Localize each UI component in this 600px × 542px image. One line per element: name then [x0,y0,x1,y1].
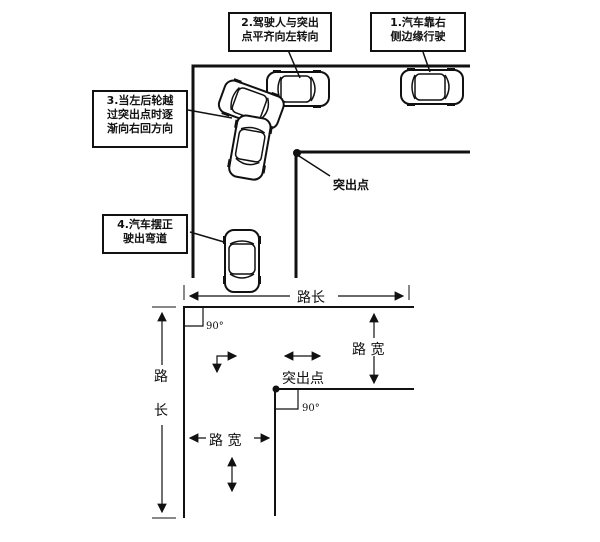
road-length-top-label: 路长 [297,290,325,306]
turn-arrow-icon [212,351,238,374]
angle-label-top: 90° [206,321,224,332]
car-step4 [222,229,262,293]
callout-step4-pointer [189,231,225,243]
callout-step3-pointer [187,109,233,119]
callout-step1-pointer [422,51,431,73]
road-width-right-label: 路 宽 [352,342,385,358]
corner-point-marker-bottom [272,385,280,393]
angle-label-bottom: 90° [302,403,320,414]
callout-step3: 3.当左后轮越 过突出点时逐 渐向右回方向 [92,90,188,148]
angle-marker-bottom [275,389,299,410]
road-length-left-label-char1: 路 [154,369,168,385]
road-width-bottom-label: 路 宽 [209,433,242,449]
outer-road-edge [191,64,470,278]
callout-step1: 1.汽车靠右 侧边缘行驶 [370,12,466,52]
callout-step4: 4.汽车摆正 驶出弯道 [102,214,188,254]
top-road-diagram [187,49,470,293]
bottom-dimension-diagram [152,285,414,519]
callout-step2: 2.驾驶人与突出 点平齐向左转向 [228,12,332,52]
inner-edge-bottom [274,388,414,516]
car-step1 [400,67,464,107]
corner-pointer-line [298,155,331,177]
car-step3 [224,112,275,183]
road-length-left-label-char2: 长 [154,403,168,419]
callout-step2-pointer [287,49,301,79]
corner-point-marker [293,149,301,157]
outer-edge-bottom [183,306,414,518]
angle-marker-top [184,307,204,327]
corner-point-label-bottom: 突出点 [282,371,324,387]
corner-point-label: 突出点 [333,178,370,192]
